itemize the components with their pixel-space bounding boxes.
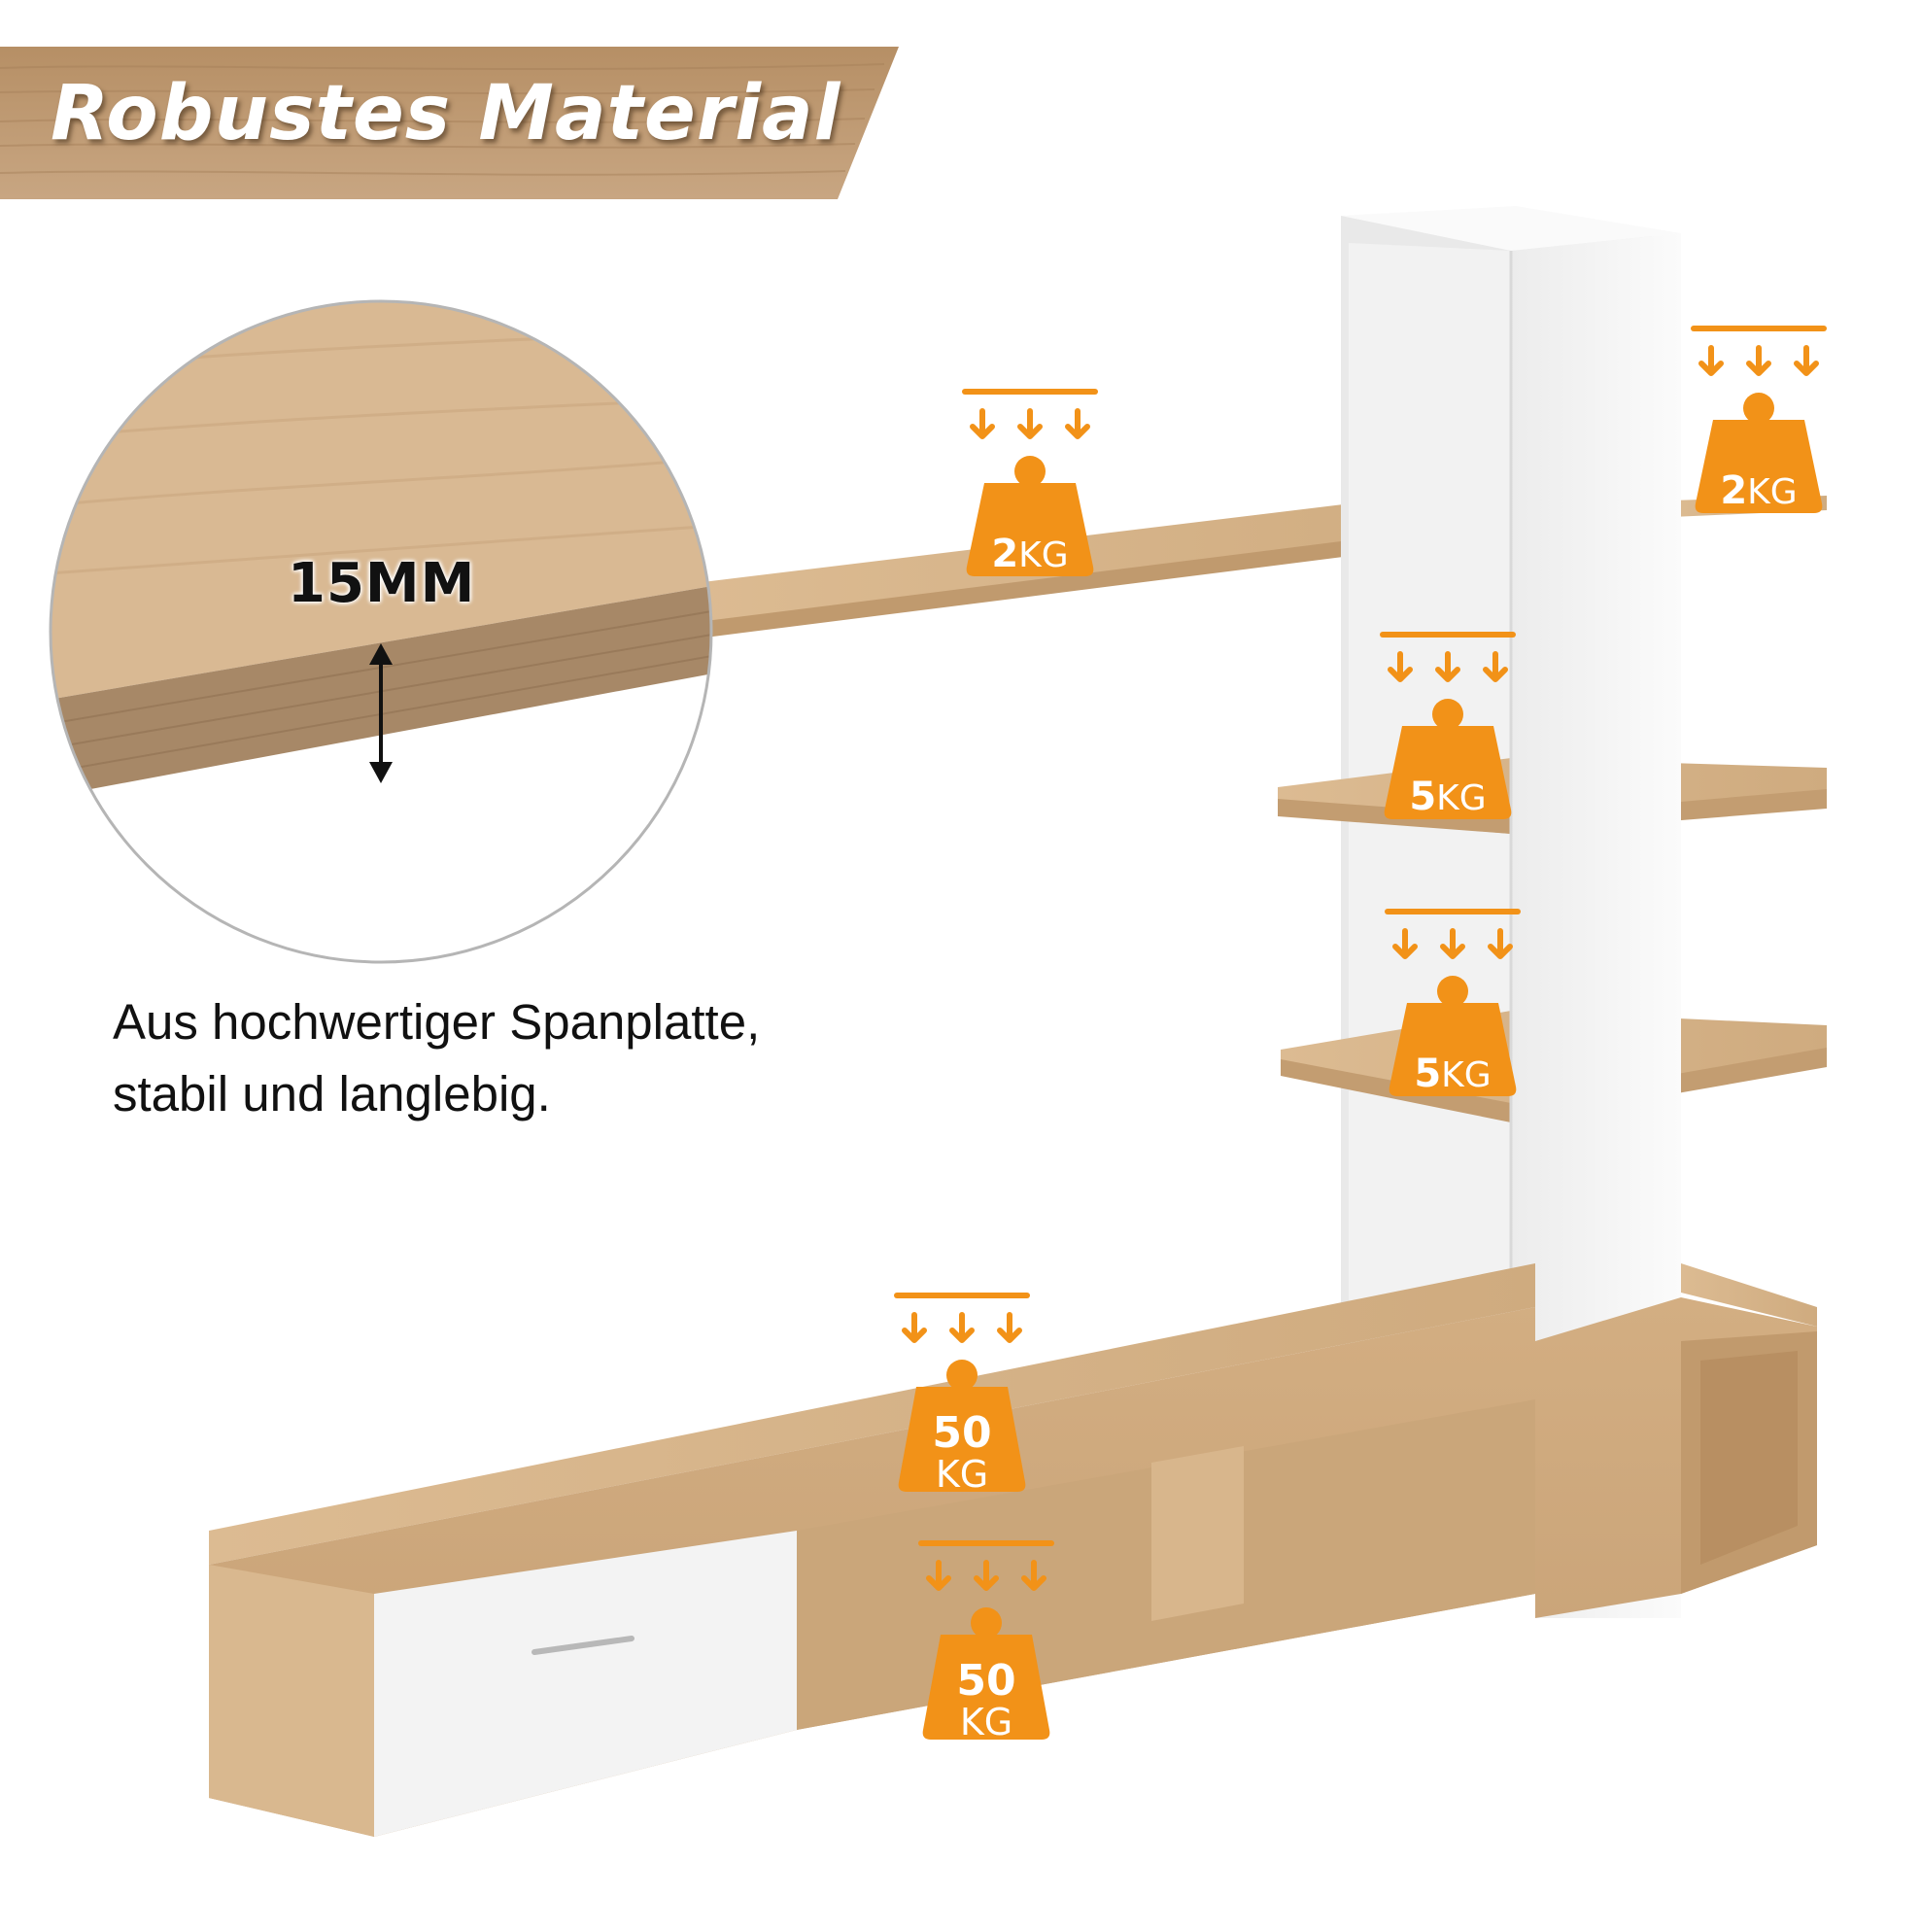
weight-arrows-icon: [1385, 909, 1521, 1096]
load-badge-board-compartment: 50 KG: [913, 1535, 1059, 1759]
load-unit: KG: [1018, 535, 1069, 575]
weight-arrows-icon: [962, 389, 1098, 576]
load-badge-middle-shelf-upper: 5KG: [1375, 627, 1521, 850]
load-unit: KG: [1436, 778, 1487, 818]
top-shelf: [695, 481, 1535, 638]
load-value: 2: [1720, 468, 1748, 513]
title-banner: [0, 47, 899, 199]
drawer-handle[interactable]: [532, 1636, 635, 1655]
weight-arrows-icon: [1691, 326, 1827, 513]
thickness-label: 15MM: [288, 552, 476, 615]
load-unit: KG: [959, 1701, 1013, 1743]
load-badge-top-shelf: 2KG: [957, 384, 1103, 607]
load-unit: KG: [1441, 1055, 1492, 1095]
description-line-1: Aus hochwertiger Spanplatte,: [113, 994, 761, 1050]
weight-arrows-icon: [918, 1540, 1054, 1740]
load-value: 5: [1409, 775, 1437, 819]
drawer-front[interactable]: [374, 1531, 797, 1837]
load-value: 5: [1414, 1052, 1442, 1096]
description-line-2: stabil und langlebig.: [113, 1066, 551, 1121]
load-value: 50: [956, 1656, 1016, 1706]
weight-arrows-icon: [1380, 632, 1516, 819]
material-zoom-circle: [49, 299, 713, 964]
load-badge-board-top: 50 KG: [889, 1288, 1035, 1511]
load-unit: KG: [935, 1453, 989, 1496]
load-value: 50: [932, 1408, 992, 1458]
page-title: Robustes Material: [51, 70, 841, 157]
load-value: 2: [991, 532, 1019, 576]
load-badge-middle-shelf-lower: 5KG: [1380, 904, 1526, 1127]
load-unit: KG: [1747, 472, 1798, 512]
material-description: Aus hochwertiger Spanplatte, stabil und …: [113, 986, 760, 1130]
load-badge-tower-top: 2KG: [1686, 321, 1832, 544]
weight-arrows-icon: [894, 1293, 1030, 1492]
